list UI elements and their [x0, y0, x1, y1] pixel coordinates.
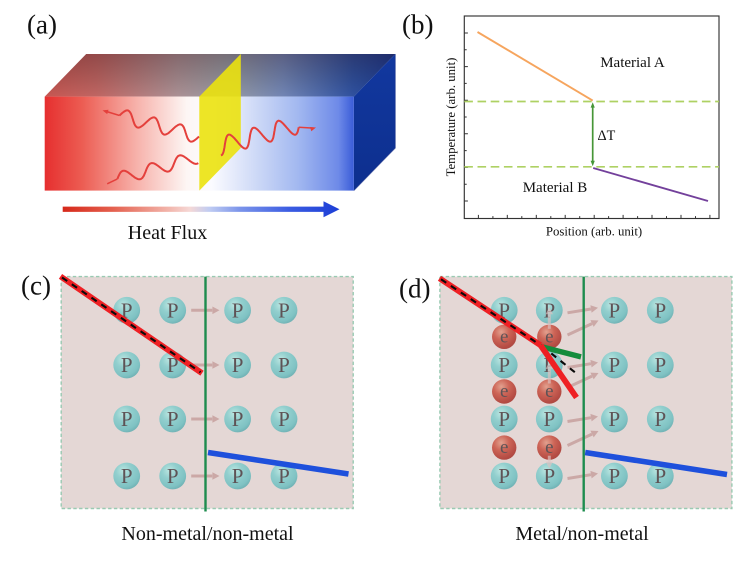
svg-text:P: P [167, 407, 179, 431]
svg-text:P: P [654, 353, 666, 377]
svg-text:P: P [278, 407, 290, 431]
svg-text:P: P [121, 464, 133, 488]
svg-text:e: e [545, 437, 553, 458]
svg-text:P: P [278, 353, 290, 377]
svg-text:P: P [278, 298, 290, 322]
svg-text:P: P [121, 407, 133, 431]
svg-text:P: P [609, 353, 621, 377]
svg-text:P: P [167, 464, 179, 488]
svg-text:e: e [500, 437, 508, 458]
svg-text:P: P [498, 353, 510, 377]
svg-text:(c): (c) [21, 271, 51, 301]
svg-text:P: P [167, 353, 179, 377]
svg-text:(a): (a) [27, 10, 57, 40]
svg-text:Material B: Material B [523, 180, 588, 196]
svg-text:P: P [498, 464, 510, 488]
svg-text:P: P [121, 353, 133, 377]
svg-text:P: P [654, 407, 666, 431]
svg-text:P: P [543, 464, 555, 488]
svg-text:P: P [498, 298, 510, 322]
svg-text:P: P [609, 464, 621, 488]
svg-text:P: P [498, 407, 510, 431]
svg-text:P: P [654, 464, 666, 488]
svg-text:P: P [654, 298, 666, 322]
svg-text:P: P [543, 407, 555, 431]
svg-text:e: e [500, 381, 508, 402]
svg-text:Temperature (arb. unit): Temperature (arb. unit) [444, 58, 458, 177]
svg-text:P: P [232, 298, 244, 322]
svg-text:Metal/non-metal: Metal/non-metal [515, 523, 649, 545]
svg-text:Heat Flux: Heat Flux [128, 222, 207, 244]
svg-text:Position (arb. unit): Position (arb. unit) [546, 225, 642, 239]
svg-text:P: P [232, 407, 244, 431]
svg-text:Non-metal/non-metal: Non-metal/non-metal [121, 523, 294, 545]
svg-text:(d): (d) [399, 274, 430, 304]
svg-text:(b): (b) [402, 10, 433, 40]
svg-text:e: e [545, 326, 553, 347]
svg-text:e: e [545, 381, 553, 402]
svg-text:P: P [232, 353, 244, 377]
svg-text:P: P [167, 298, 179, 322]
svg-text:P: P [609, 407, 621, 431]
svg-text:P: P [121, 298, 133, 322]
svg-text:P: P [278, 464, 290, 488]
svg-text:Material A: Material A [600, 55, 665, 71]
svg-text:ΔT: ΔT [598, 128, 616, 144]
svg-text:e: e [500, 326, 508, 347]
svg-text:P: P [609, 298, 621, 322]
svg-text:P: P [232, 464, 244, 488]
